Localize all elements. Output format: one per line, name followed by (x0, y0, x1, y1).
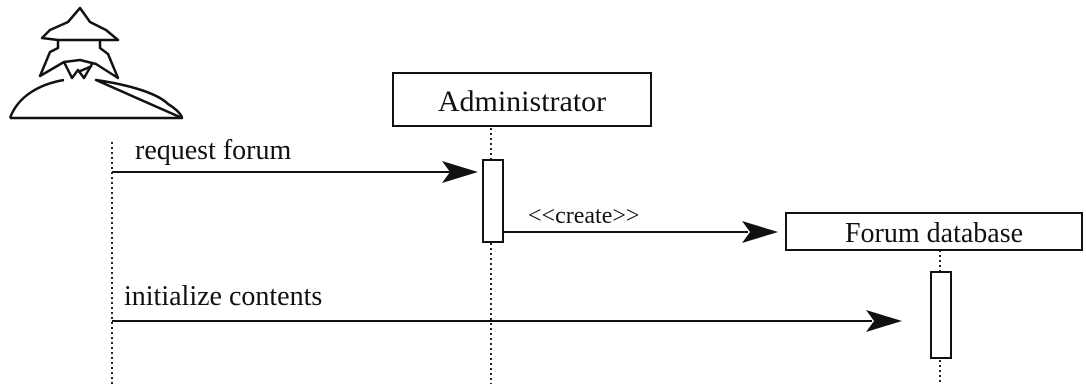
forum-database-box (785, 212, 1083, 251)
administrator-box (392, 72, 652, 127)
forum-database-activation-bar (930, 271, 952, 359)
request-forum-label: request forum (135, 135, 292, 166)
create-label: <<create>> (528, 203, 639, 229)
administrator-activation-bar (482, 159, 504, 243)
initialize-contents-label: initialize contents (124, 281, 322, 312)
forum-database-label: Forum database (845, 218, 1023, 249)
administrator-label: Administrator (438, 85, 606, 118)
request-forum-arrowhead (442, 161, 478, 183)
initialize-contents-arrowhead (866, 310, 902, 332)
spy-actor-icon (8, 6, 184, 120)
create-arrowhead (742, 221, 778, 243)
